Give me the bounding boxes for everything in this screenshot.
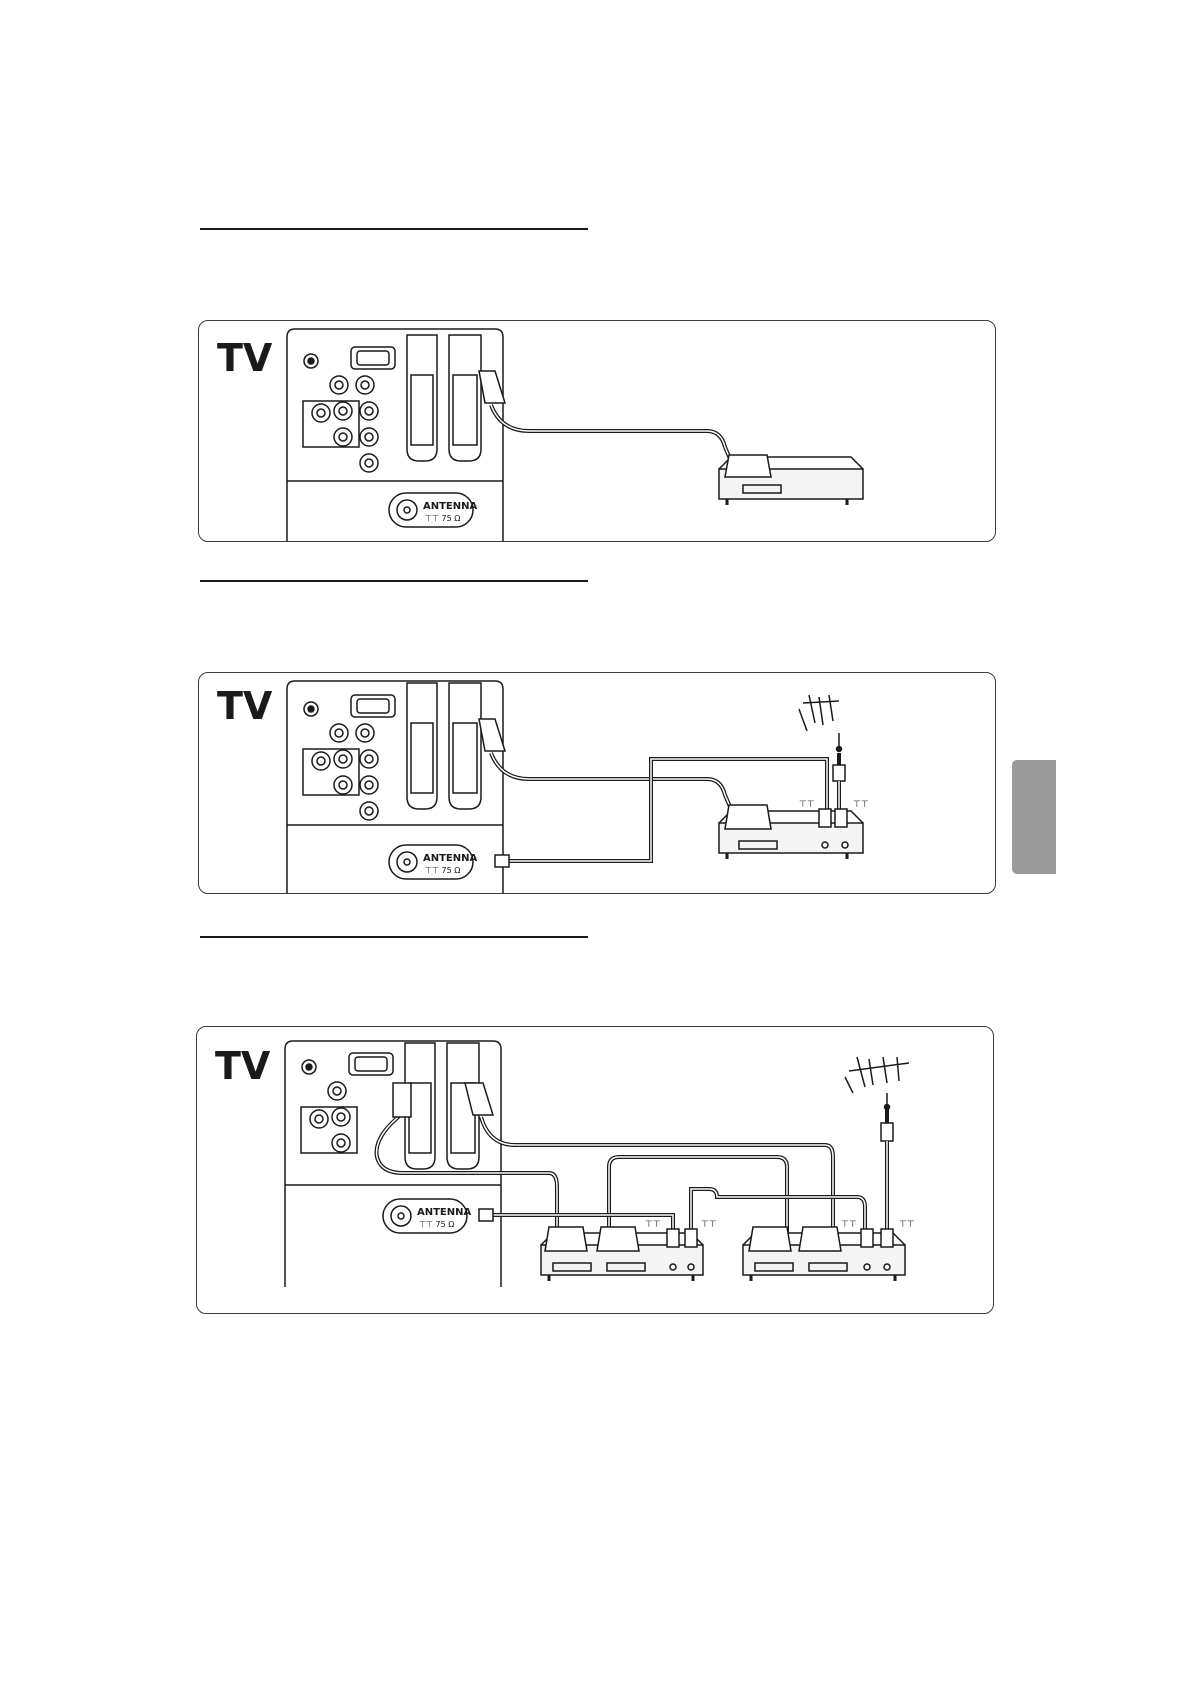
rf-plug-out-2 [880, 1228, 894, 1248]
scart-port-2 [446, 1042, 480, 1170]
antenna-label: ANTENNA [423, 501, 477, 512]
recorder-device-1 [540, 1244, 704, 1276]
antenna-label: ANTENNA [423, 853, 477, 864]
rf-plug-in-1 [666, 1228, 680, 1248]
audio-jack [303, 701, 319, 717]
rca-group [302, 748, 360, 796]
rf-plug-out [834, 808, 848, 828]
rf-symbol-in: ⊤⊤ [799, 800, 815, 810]
diagram-panel-3: TV ANTENNA ⊤⊤ 75 Ω ⊤⊤ ⊤⊤ ⊤⊤ ⊤⊤ [196, 1026, 994, 1314]
scart-plug-tv [478, 370, 507, 404]
antenna-symbol: ⊤⊤ 75 Ω [425, 866, 460, 875]
tv-logo: TV [217, 684, 273, 728]
antenna-socket-plate [388, 492, 474, 528]
tv-back-body [284, 1040, 502, 1287]
audio-jack [303, 353, 319, 369]
antenna-socket-plate [388, 844, 474, 880]
scart-port-2 [448, 334, 482, 462]
diagram-1-svg: TV ANTENNA ⊤⊤ 75 Ω [217, 328, 864, 541]
rf-plug-antenna [880, 1122, 894, 1142]
diagram-panel-1: TV ANTENNA ⊤⊤ 75 Ω [198, 320, 996, 542]
rf-symbol-1-in: ⊤⊤ [645, 1220, 661, 1230]
scart-plug-device [724, 804, 772, 830]
scart-plug-device-2b [798, 1226, 842, 1252]
vga-port [350, 346, 396, 370]
rf-symbol-2-in: ⊤⊤ [841, 1220, 857, 1230]
rf-symbol-1-out: ⊤⊤ [701, 1220, 717, 1230]
scart-plug-tv-1 [392, 1082, 412, 1118]
rf-symbol-out: ⊤⊤ [853, 800, 869, 810]
diagram-panel-2: TV ANTENNA ⊤⊤ 75 Ω ⊤⊤ ⊤⊤ [198, 672, 996, 894]
scart-port-1 [406, 334, 438, 462]
roof-antenna-icon [844, 1056, 910, 1107]
scart-plug-tv-2 [464, 1082, 495, 1116]
scart-port-1 [404, 1042, 436, 1170]
rf-plug-tv [494, 854, 510, 868]
tv-logo: TV [215, 1044, 271, 1088]
rca-group [302, 400, 360, 448]
vga-port [350, 694, 396, 718]
section-rule-1 [200, 228, 588, 230]
scart-cable [489, 752, 733, 810]
antenna-label: ANTENNA [417, 1207, 471, 1218]
antenna-symbol: ⊤⊤ 75 Ω [425, 514, 460, 523]
rf-plug-in [818, 808, 832, 828]
vga-port [348, 1052, 394, 1076]
recorder-device [718, 822, 864, 854]
rca-group [300, 1106, 358, 1154]
tv-logo: TV [217, 336, 273, 380]
audio-jack [301, 1059, 317, 1075]
tv-back-body [286, 328, 504, 541]
diagram-2-svg: TV ANTENNA ⊤⊤ 75 Ω ⊤⊤ ⊤⊤ [217, 680, 869, 893]
rf-symbol-2-out: ⊤⊤ [899, 1220, 915, 1230]
antenna-symbol: ⊤⊤ 75 Ω [419, 1220, 454, 1229]
section-rule-2 [200, 580, 588, 582]
roof-antenna-icon [798, 694, 840, 749]
antenna-socket-plate [382, 1198, 468, 1234]
rf-plug-tv [478, 1208, 494, 1222]
scart-plug-device [724, 454, 772, 478]
diagram-3-svg: TV ANTENNA ⊤⊤ 75 Ω ⊤⊤ ⊤⊤ ⊤⊤ ⊤⊤ [215, 1040, 915, 1287]
scart-cable [489, 404, 733, 462]
scart-port-2 [448, 682, 482, 810]
scart-plug-tv [478, 718, 507, 752]
scart-plug-device-1b [596, 1226, 640, 1252]
rf-plug-in-2 [860, 1228, 874, 1248]
rf-plug-antenna [832, 764, 846, 782]
section-rule-3 [200, 936, 588, 938]
tv-back-body [286, 680, 504, 893]
scart-port-1 [406, 682, 438, 810]
scart-plug-device-1a [544, 1226, 588, 1252]
scart-plug-device-2a [748, 1226, 792, 1252]
section-tab [1012, 760, 1056, 874]
rf-plug-out-1 [684, 1228, 698, 1248]
